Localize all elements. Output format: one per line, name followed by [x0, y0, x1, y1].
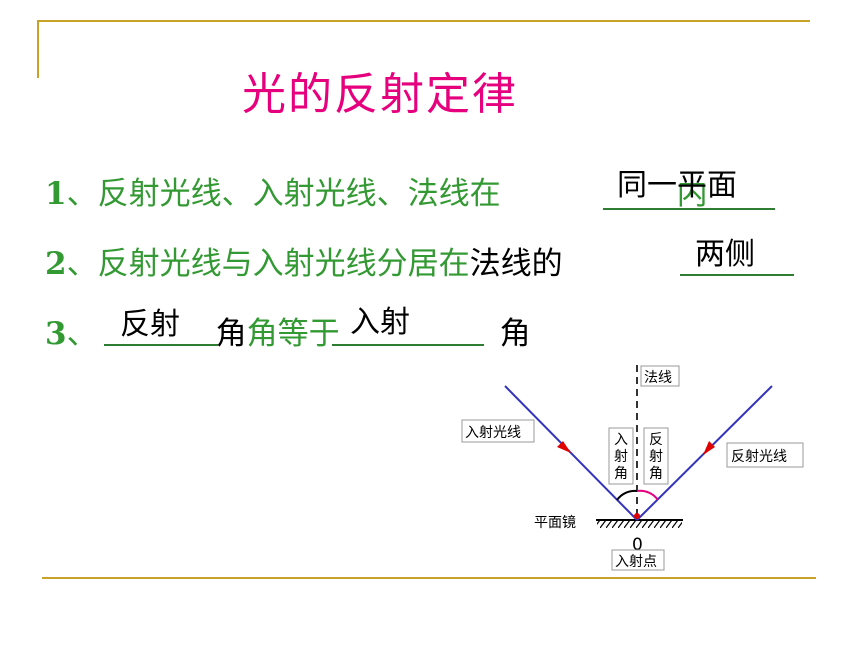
normal-label: 法线: [644, 370, 672, 386]
reflected-arrow-icon: [703, 441, 715, 455]
reflected-angle-label-3: 角: [649, 466, 663, 482]
rule-1-tail: 内: [676, 176, 708, 212]
incident-ray-label: 入射光线: [465, 425, 521, 441]
rule-2: 2、反射光线与入射光线分居在法线的: [45, 238, 563, 283]
frame-left-line: [37, 20, 39, 78]
rule-2-blank: [680, 274, 794, 276]
rule-1-blank: [603, 208, 775, 210]
rule-3-answer-2: 入射: [350, 305, 410, 340]
rule-3-tail: 角: [499, 316, 531, 352]
reflected-angle-arc: [636, 489, 659, 501]
incidence-point-dot: [634, 513, 640, 519]
reflected-angle-label-2: 射: [649, 449, 663, 465]
mirror-hatching: [597, 521, 682, 528]
rule-3-blank-1: [104, 344, 218, 346]
frame-bottom-line: [42, 577, 816, 579]
rule-3-jiao-1: 角: [215, 316, 247, 352]
mirror-label: 平面镜: [534, 515, 576, 531]
incident-arrow-icon: [557, 441, 571, 453]
incidence-point-label: 入射点: [615, 554, 657, 570]
rule-1: 1、反射光线、入射光线、法线在 内: [45, 168, 708, 213]
rule-2-number: 2: [45, 246, 67, 282]
rule-2-text-green: 反射光线与入射光线分居在: [97, 246, 470, 282]
rule-1-separator: 、: [66, 176, 98, 212]
incidence-point-letter: 0: [632, 535, 643, 555]
normal-label-box: [640, 365, 680, 387]
rule-2-text-black: 法线的: [469, 246, 563, 282]
rule-1-number: 1: [45, 176, 67, 212]
rule-2-separator: 、: [66, 246, 98, 282]
reflected-ray-label: 反射光线: [731, 449, 787, 465]
incident-angle-arc: [616, 489, 638, 501]
rule-2-answer: 两侧: [695, 237, 755, 272]
reflected-ray-label-box: [726, 442, 804, 468]
page-title: 光的反射定律: [242, 69, 518, 120]
incident-ray-label-box: [461, 419, 535, 443]
incident-angle-label-2: 射: [614, 449, 628, 465]
rule-3-number: 3: [45, 316, 67, 352]
incidence-point-label-box: [611, 549, 665, 571]
frame-top-line: [37, 20, 810, 22]
rule-3-separator: 、: [66, 316, 98, 352]
rule-1-answer: 同一平面: [617, 168, 737, 203]
rule-1-text: 反射光线、入射光线、法线在: [97, 176, 501, 212]
rule-3-mid: 角等于: [246, 316, 340, 352]
rule-3-blank-2: [332, 344, 484, 346]
incident-angle-label-box: [608, 427, 634, 485]
rule-3-answer-1: 反射: [120, 307, 180, 342]
incident-angle-label-1: 入: [614, 432, 628, 448]
incident-angle-label-3: 角: [614, 466, 628, 482]
reflected-angle-label-box: [643, 427, 669, 485]
reflected-angle-label-1: 反: [649, 432, 663, 448]
rule-3: 3、角角等于角: [45, 308, 531, 353]
